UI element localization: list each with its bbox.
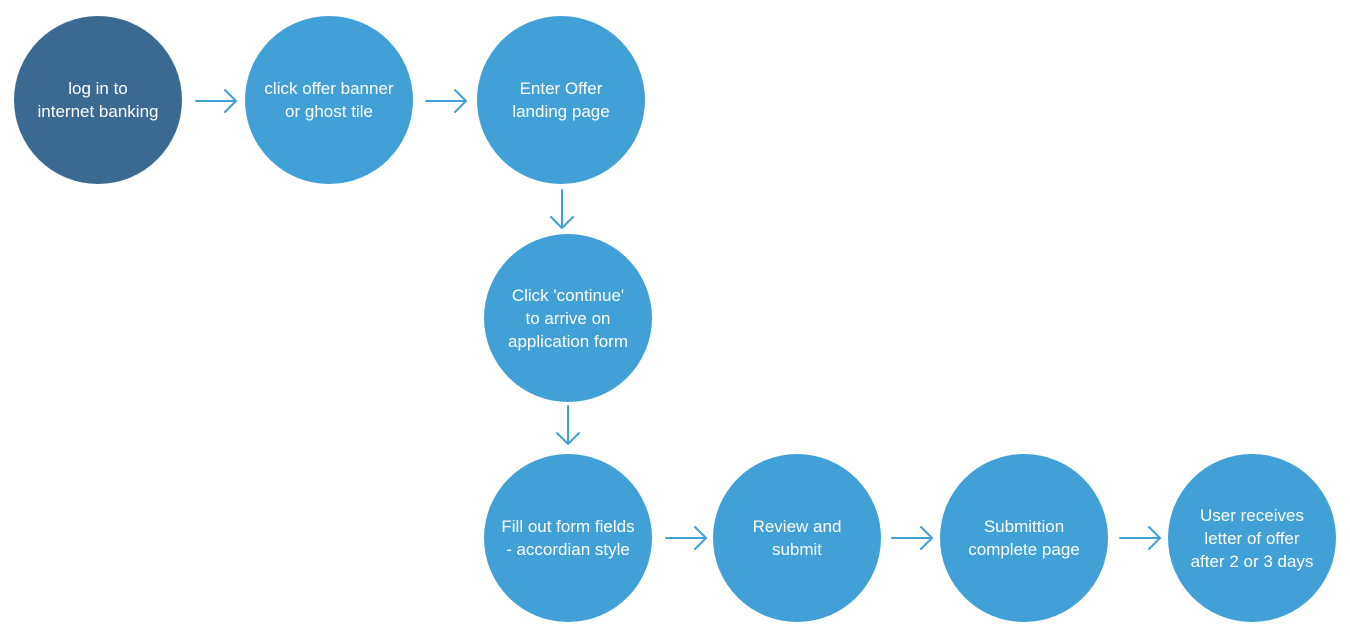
- node-review-submit-label: Review and submit: [752, 517, 842, 559]
- node-landing-page: Enter Offer landing page: [477, 16, 645, 184]
- node-landing-page-label: Enter Offer landing page: [512, 79, 610, 121]
- node-log-in: log in to internet banking: [14, 16, 182, 184]
- node-fill-form-label: Fill out form fields - accordian style: [501, 517, 635, 559]
- arrow-right-icon: [891, 526, 933, 550]
- arrow-down-icon: [550, 189, 574, 229]
- node-click-offer: click offer banner or ghost tile: [245, 16, 413, 184]
- arrow-right-icon: [665, 526, 707, 550]
- node-letter-offer-label: User receives letter of offer after 2 or…: [1190, 505, 1314, 571]
- arrow-right-icon: [425, 89, 467, 113]
- node-click-continue: Click 'continue' to arrive on applicatio…: [484, 234, 652, 402]
- arrow-down-icon: [556, 405, 580, 445]
- node-click-offer-label: click offer banner or ghost tile: [264, 79, 394, 121]
- node-letter-offer: User receives letter of offer after 2 or…: [1168, 454, 1336, 622]
- node-click-continue-label: Click 'continue' to arrive on applicatio…: [507, 285, 628, 351]
- arrow-right-icon: [1119, 526, 1161, 550]
- node-submission-complete-label: Submittion complete page: [968, 517, 1080, 559]
- arrow-right-icon: [195, 89, 237, 113]
- node-log-in-label: log in to internet banking: [37, 79, 159, 121]
- node-fill-form: Fill out form fields - accordian style: [484, 454, 652, 622]
- node-review-submit: Review and submit: [713, 454, 881, 622]
- node-submission-complete: Submittion complete page: [940, 454, 1108, 622]
